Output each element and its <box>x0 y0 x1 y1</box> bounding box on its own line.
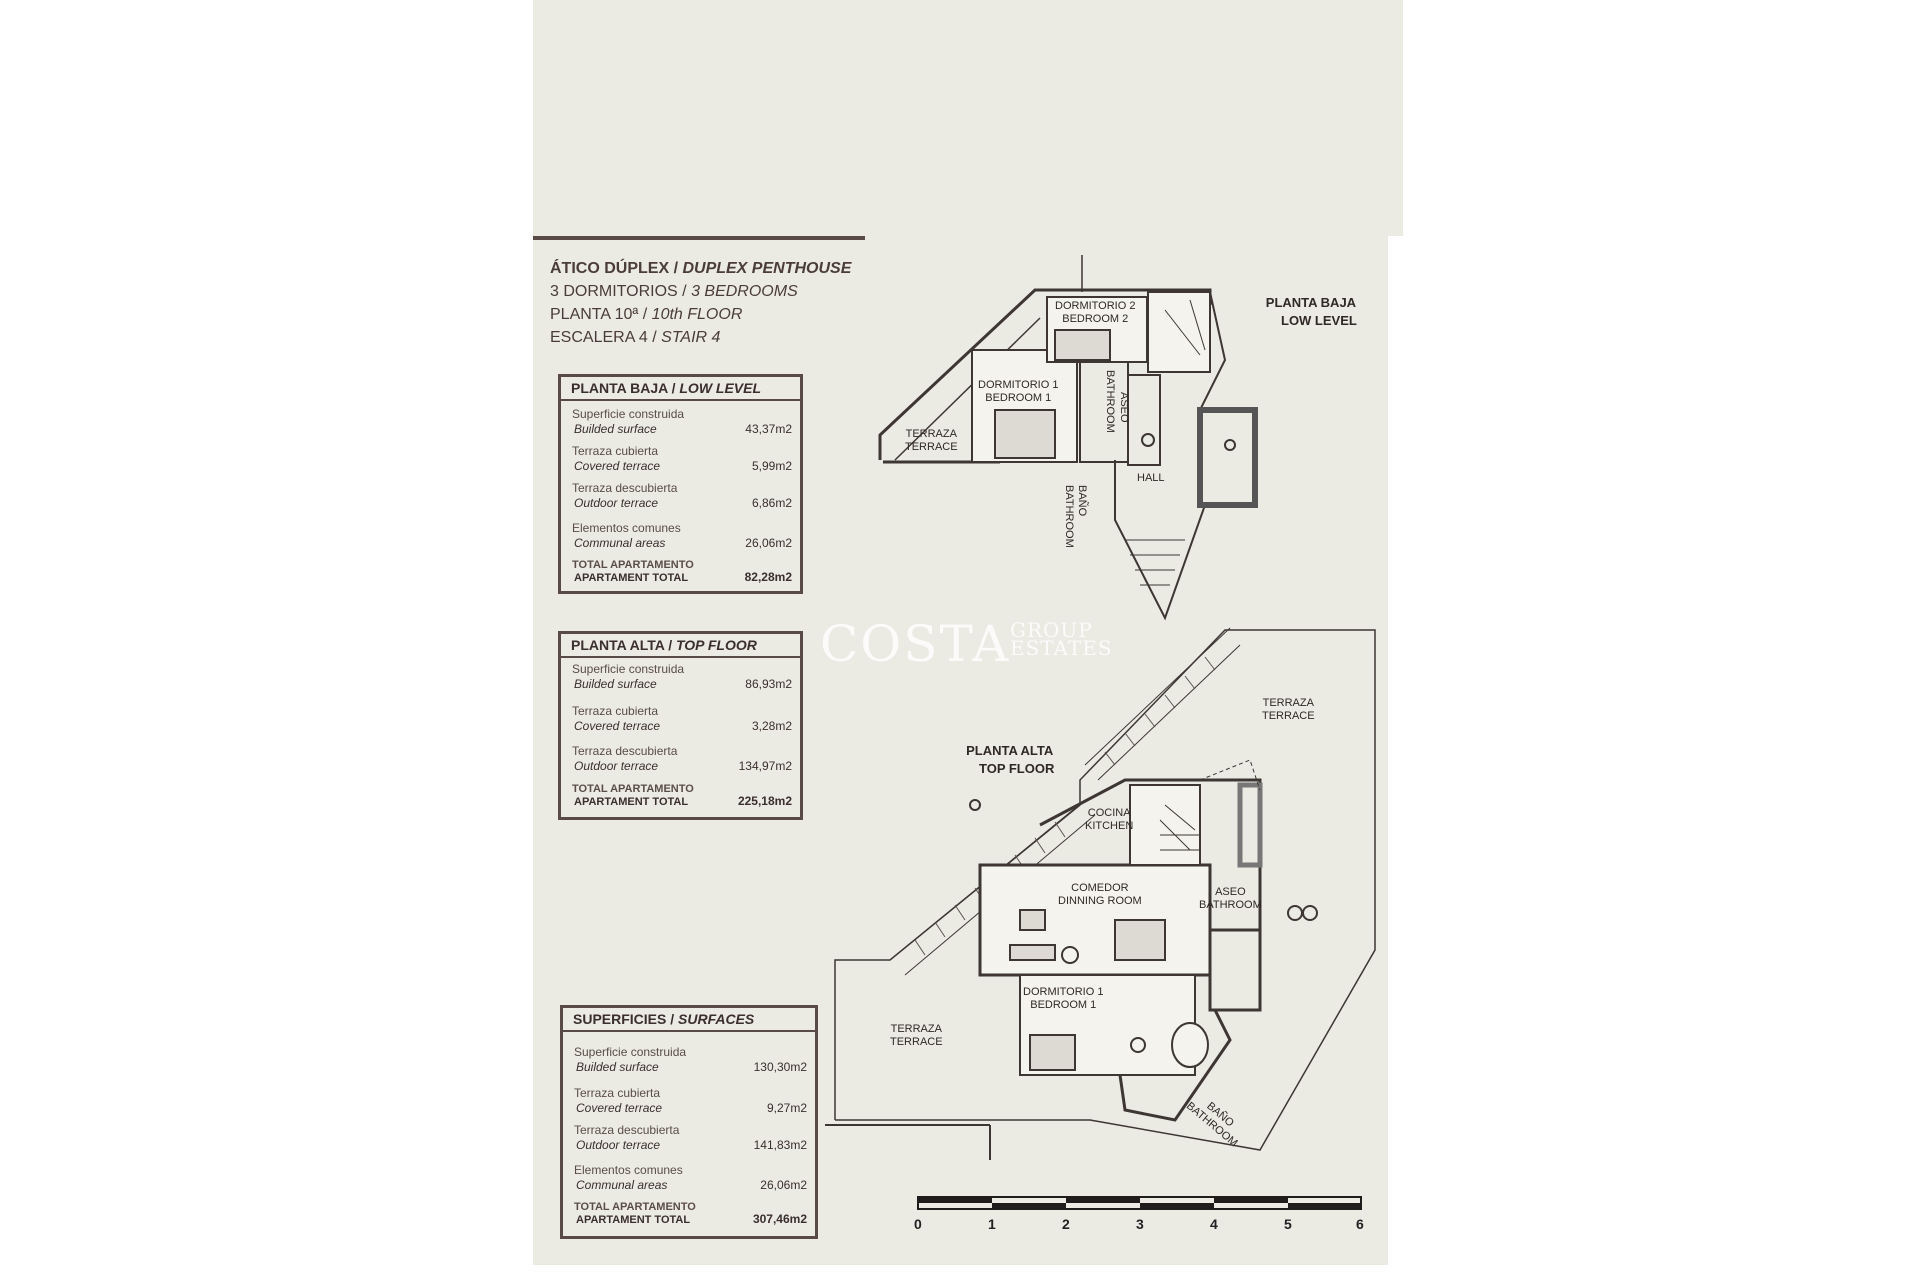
low-level-plan <box>878 255 1258 621</box>
low-aseo-label: ASEO <box>1118 392 1130 423</box>
scale-label: 5 <box>1284 1216 1292 1232</box>
top-floor-table-title: PLANTA ALTA / TOP FLOOR <box>561 634 800 658</box>
header-line-type: ÁTICO DÚPLEX / DUPLEX PENTHOUSE <box>550 260 852 277</box>
scale-label: 2 <box>1062 1216 1070 1232</box>
scale-label: 0 <box>914 1216 922 1232</box>
scale-label: 4 <box>1210 1216 1218 1232</box>
plan-header: ÁTICO DÚPLEX / DUPLEX PENTHOUSE 3 DORMIT… <box>550 257 851 349</box>
low-level-table-title: PLANTA BAJA / LOW LEVEL <box>561 377 800 401</box>
header-rule <box>533 236 865 240</box>
header-line-floor: PLANTA 10ª / 10th FLOOR <box>550 306 743 323</box>
scale-bar <box>917 1196 1362 1210</box>
sheet-top-band <box>533 0 1403 236</box>
header-line-bedrooms: 3 DORMITORIOS / 3 BEDROOMS <box>550 283 798 300</box>
top-floor-plan <box>825 627 1376 1160</box>
surfaces-table-title: SUPERFICIES / SURFACES <box>563 1008 815 1032</box>
low-level-table: PLANTA BAJA / LOW LEVEL Superficie const… <box>558 374 803 594</box>
scale-label: 6 <box>1356 1216 1364 1232</box>
scale-label: 1 <box>988 1216 996 1232</box>
low-hall-label: HALL <box>1137 472 1165 484</box>
surfaces-table: SUPERFICIES / SURFACES Superficie constr… <box>560 1005 818 1239</box>
header-line-stair: ESCALERA 4 / STAIR 4 <box>550 329 721 346</box>
top-floor-table: PLANTA ALTA / TOP FLOOR Superficie const… <box>558 631 803 820</box>
scale-label: 3 <box>1136 1216 1144 1232</box>
low-bathroom-label: BATHROOM <box>1104 370 1116 433</box>
